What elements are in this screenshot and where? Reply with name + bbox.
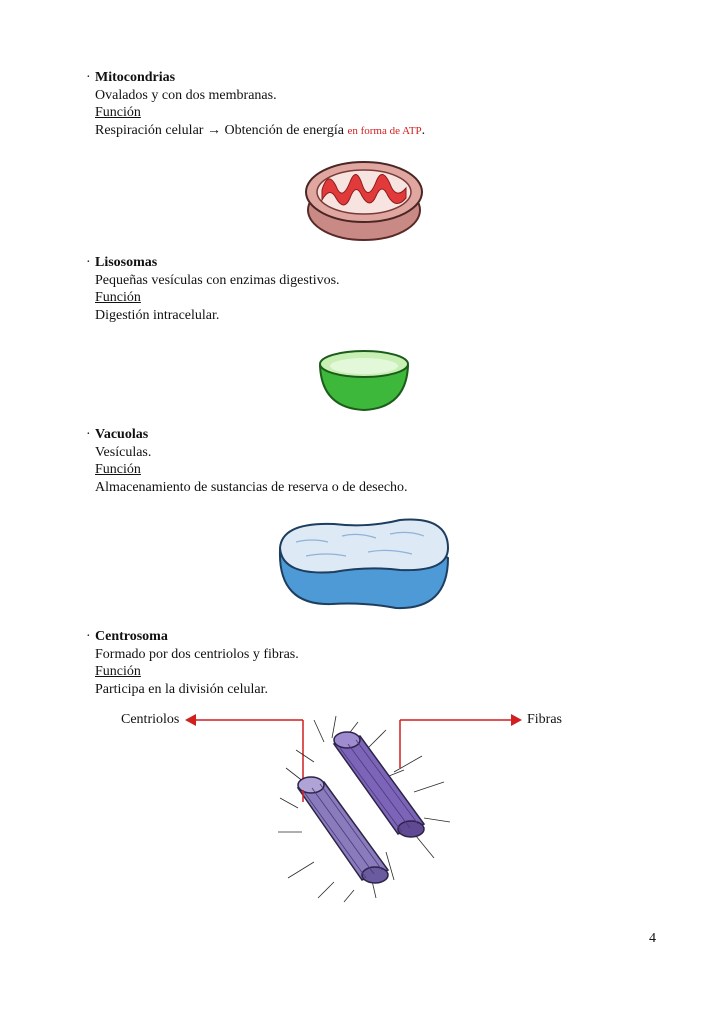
section-mitocondrias: · Mitocondrias Ovalados y con dos membran… bbox=[86, 69, 425, 140]
section-description: Pequeñas vesículas con enzimas digestivo… bbox=[95, 272, 340, 288]
function-label: Función bbox=[95, 462, 141, 477]
section-vacuolas: · Vacuolas Vesículas. Función Almacenamie… bbox=[86, 426, 408, 496]
function-text: Respiración celular → Obtención de energ… bbox=[95, 122, 426, 138]
bullet: · bbox=[86, 427, 91, 442]
page-number: 4 bbox=[649, 931, 656, 946]
section-description: Ovalados y con dos membranas. bbox=[95, 87, 277, 103]
fibras-label: Fibras bbox=[527, 712, 562, 727]
function-label: Función bbox=[95, 664, 141, 679]
centrosome-illustration bbox=[278, 715, 451, 903]
section-title: Vacuolas bbox=[95, 427, 149, 442]
atp-note: en forma de ATP bbox=[347, 124, 422, 137]
section-title: Centrosoma bbox=[95, 629, 168, 644]
function-label: Función bbox=[95, 105, 141, 120]
section-description: Vesículas. bbox=[95, 444, 152, 460]
function-text: Almacenamiento de sustancias de reserva … bbox=[95, 479, 408, 495]
lysosome-illustration bbox=[318, 350, 410, 412]
bullet: · bbox=[86, 70, 91, 85]
centriolos-label: Centriolos bbox=[121, 712, 180, 727]
section-description: Formado por dos centriolos y fibras. bbox=[95, 646, 299, 662]
bullet: · bbox=[86, 629, 91, 644]
bullet: · bbox=[86, 255, 91, 270]
section-title: Lisosomas bbox=[95, 255, 158, 270]
vacuole-illustration bbox=[278, 518, 450, 610]
fibras-arrow bbox=[399, 714, 522, 760]
section-title: Mitocondrias bbox=[95, 70, 176, 85]
section-centrosoma: · Centrosoma Formado por dos centriolos y… bbox=[86, 628, 299, 698]
function-label: Función bbox=[95, 290, 141, 305]
section-lisosomas: · Lisosomas Pequeñas vesículas con enzima… bbox=[86, 254, 340, 324]
mitochondrion-illustration bbox=[305, 161, 423, 241]
function-text: Digestión intracelular. bbox=[95, 307, 220, 323]
function-text: Participa en la división celular. bbox=[95, 681, 269, 697]
